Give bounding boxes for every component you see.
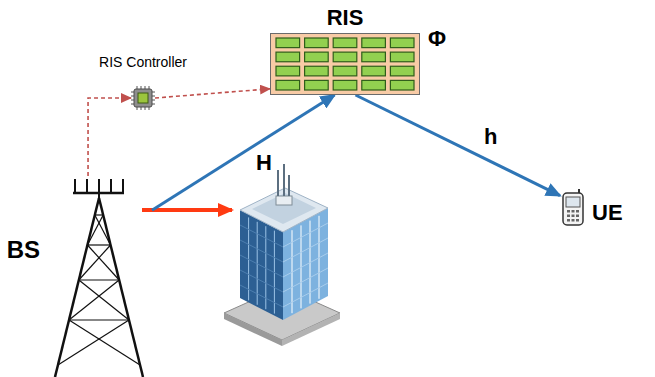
- control-link: [155, 89, 270, 98]
- edge-label-holder: H: [256, 150, 272, 175]
- node-label: RIS Controller: [99, 54, 187, 70]
- channel-arrow: [152, 95, 335, 210]
- phase-symbol: Φ: [428, 26, 446, 51]
- ris-panel: RIS: [270, 33, 420, 95]
- channel-arrow: [356, 95, 561, 196]
- phone-icon: [560, 188, 586, 226]
- chip-icon: [131, 86, 155, 110]
- ris-controller-chip: RIS Controller: [131, 86, 155, 110]
- node-label: UE: [592, 200, 623, 225]
- channel-label: H: [256, 150, 272, 175]
- label-holder: Φ: [428, 26, 446, 51]
- base-station: BS: [48, 176, 152, 377]
- base-station-tower: [55, 179, 143, 377]
- node-label: RIS: [327, 5, 364, 30]
- building-illustration: [224, 164, 340, 346]
- node-label: BS: [7, 236, 40, 264]
- edge-label-holder: h: [484, 124, 497, 149]
- user-equipment: UE: [560, 188, 586, 226]
- panel-icon: [270, 33, 420, 95]
- channel-label: h: [484, 124, 497, 149]
- control-link: [88, 98, 131, 176]
